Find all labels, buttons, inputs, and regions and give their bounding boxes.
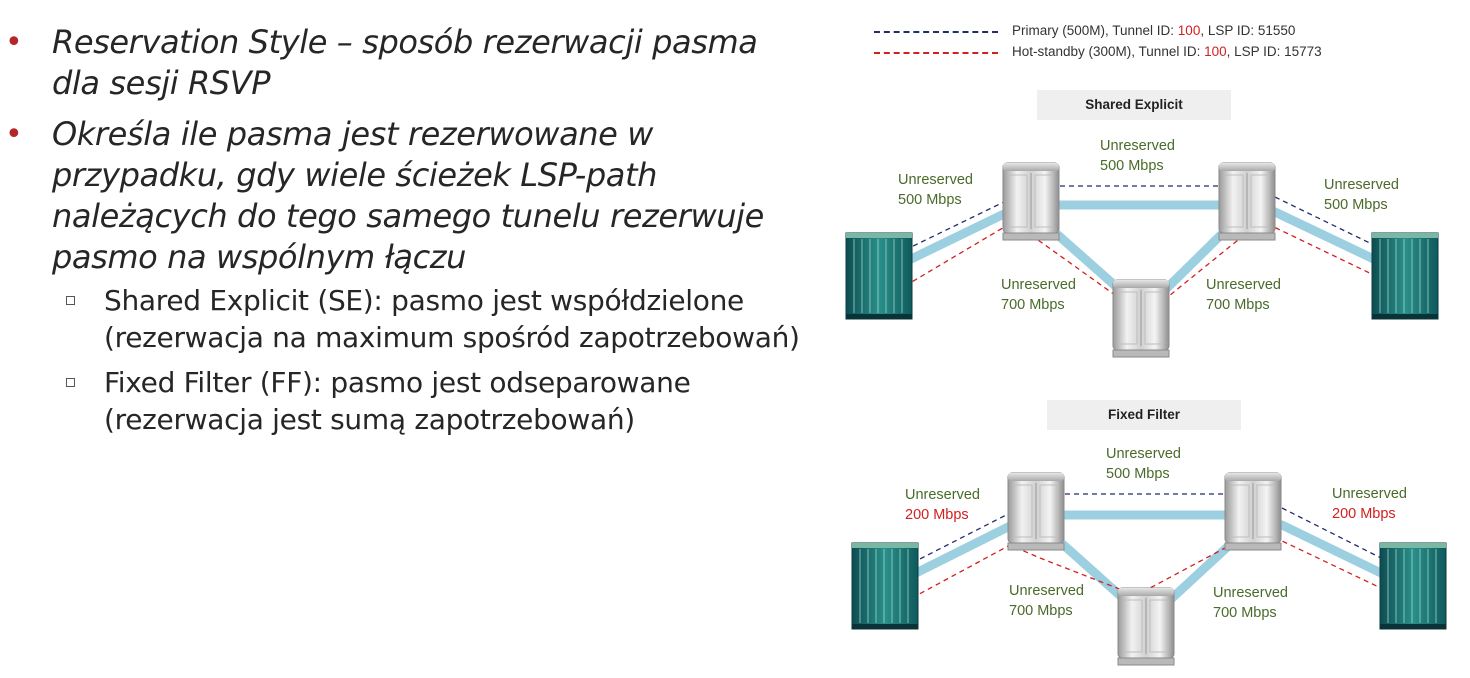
sub-bullet-text: Shared Explicit (SE): pasmo jest współdz… [104,284,800,354]
sub-bullet-fixed-filter: Fixed Filter (FF): pasmo jest odseparowa… [0,364,800,438]
links [907,510,1390,605]
server-left-icon [851,542,919,630]
legend-primary-line [874,31,998,33]
bullet-text: Określa ile pasma jest rezerwowane w prz… [52,115,764,276]
bullet-dot-icon: • [5,25,23,60]
square-bullet-icon [66,296,75,305]
router-top-right-icon [1224,472,1282,551]
legend-standby-line [874,52,998,54]
router-top-left-icon [1002,162,1060,241]
links [900,200,1385,295]
bullet-text: Reservation Style – sposób rezerwacji pa… [52,23,758,102]
server-left-icon [845,232,913,320]
bullet-reservation-style: • Reservation Style – sposób rezerwacji … [0,22,800,104]
square-bullet-icon [66,378,75,387]
diagram-title-shared-explicit: Shared Explicit [1037,90,1231,120]
server-right-icon [1379,542,1447,630]
sub-bullet-text: Fixed Filter (FF): pasmo jest odseparowa… [104,366,691,436]
bullet-dot-icon: • [5,117,23,152]
router-bottom-icon [1112,279,1170,358]
sub-bullet-shared-explicit: Shared Explicit (SE): pasmo jest współdz… [0,282,800,356]
diagram-shared-explicit [845,162,1439,358]
legend-standby-text: Hot-standby (300M), Tunnel ID: 100, LSP … [1012,44,1322,59]
bullet-bandwidth: • Określa ile pasma jest rezerwowane w p… [0,114,800,278]
diagram-fixed-filter [851,472,1447,666]
router-top-left-icon [1007,472,1065,551]
legend-primary-text: Primary (500M), Tunnel ID: 100, LSP ID: … [1012,23,1296,38]
slide-text: • Reservation Style – sposób rezerwacji … [0,22,800,438]
server-right-icon [1371,232,1439,320]
router-top-right-icon [1218,162,1276,241]
router-bottom-icon [1117,587,1175,666]
diagram-title-fixed-filter: Fixed Filter [1047,400,1241,430]
